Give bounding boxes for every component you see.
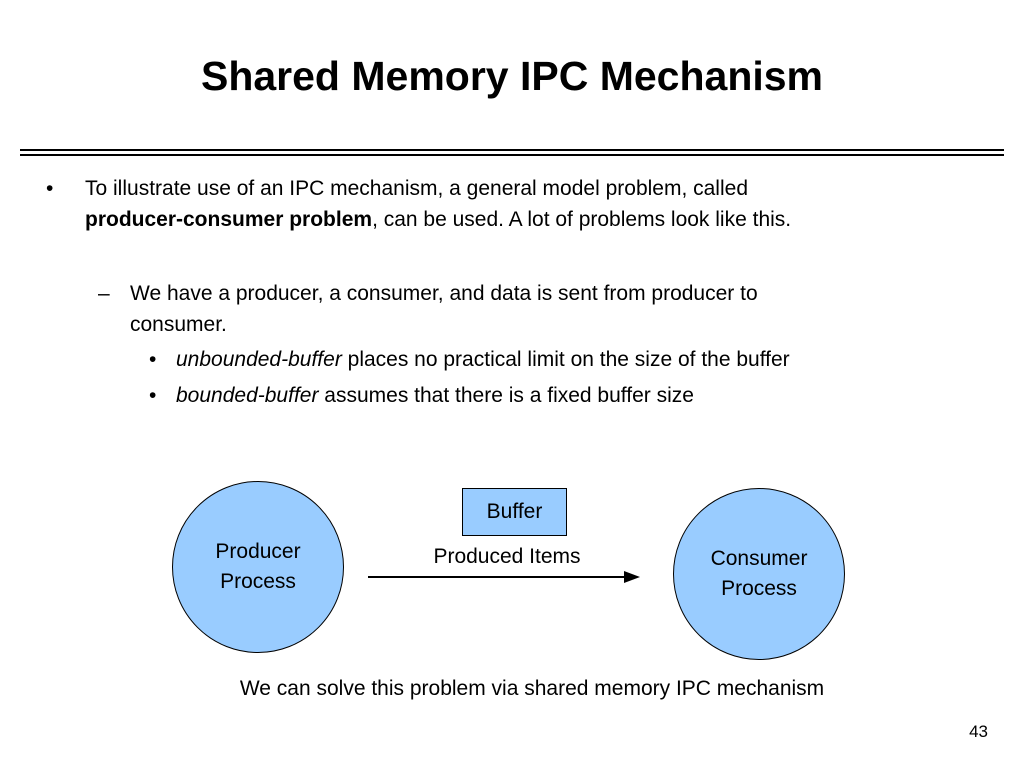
bullet-2-marker: – xyxy=(98,282,110,305)
bullet-4-marker: • xyxy=(149,384,157,407)
bullet-4-rest: assumes that there is a fixed buffer siz… xyxy=(318,384,694,407)
producer-process-circle: Producer Process xyxy=(172,481,344,653)
title-rule-top xyxy=(20,149,1004,151)
bullet-4-line: bounded-buffer assumes that there is a f… xyxy=(176,383,694,409)
title-rule-bottom xyxy=(20,154,1004,156)
bullet-3-marker: • xyxy=(149,348,157,371)
bullet-1-rest: , can be used. A lot of problems look li… xyxy=(372,208,792,231)
bullet-1-bold: producer-consumer problem xyxy=(85,208,373,231)
bullet-1-line-2: producer-consumer problem, can be used. … xyxy=(85,207,791,233)
producer-label-line-1: Producer xyxy=(215,540,301,563)
bullet-3-italic: unbounded-buffer xyxy=(176,348,342,371)
bullet-3-line: unbounded-buffer places no practical lim… xyxy=(176,347,790,373)
page-number: 43 xyxy=(969,722,988,741)
footer-caption: We can solve this problem via shared mem… xyxy=(239,677,825,700)
produced-items-arrow xyxy=(368,571,640,583)
bullet-4-italic: bounded-buffer xyxy=(176,384,319,407)
bullet-3-rest: places no practical limit on the size of… xyxy=(341,348,790,371)
consumer-process-circle: Consumer Process xyxy=(673,488,845,660)
bullet-2-line-1: We have a producer, a consumer, and data… xyxy=(130,282,758,305)
bullet-2-line-2: consumer. xyxy=(130,313,227,336)
produced-items-label: Produced Items xyxy=(433,545,581,568)
bullet-1-marker: • xyxy=(46,177,54,200)
consumer-label-line-1: Consumer xyxy=(710,547,808,570)
bullet-1-line-1: To illustrate use of an IPC mechanism, a… xyxy=(85,177,748,200)
slide-title: Shared Memory IPC Mechanism xyxy=(200,53,824,99)
producer-label-line-2: Process xyxy=(220,570,296,593)
consumer-label-line-2: Process xyxy=(721,577,797,600)
buffer-box: Buffer xyxy=(462,488,567,536)
